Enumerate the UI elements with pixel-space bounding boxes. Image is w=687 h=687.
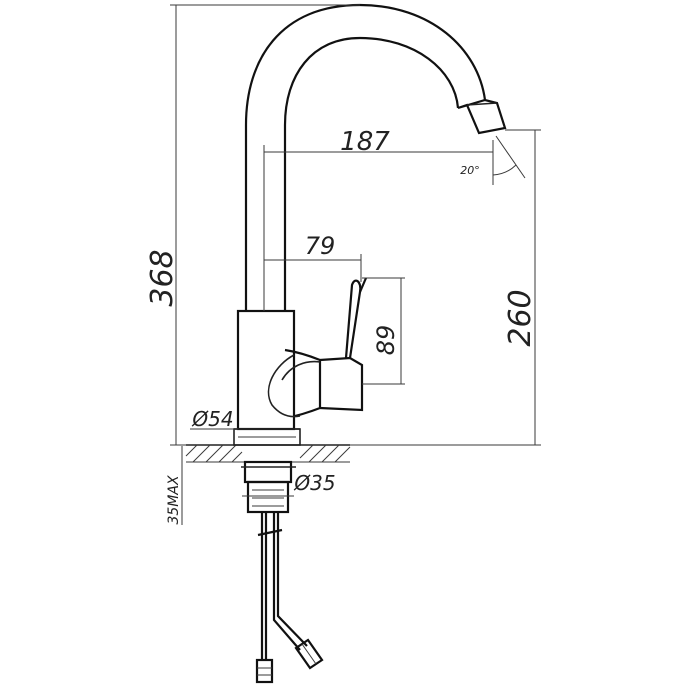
dim-max-thickness: 35MAX (166, 475, 182, 524)
supply-hoses (255, 512, 324, 684)
dim-spout-angle: 20° (460, 164, 480, 177)
countertop (185, 444, 351, 463)
mixer-handle (267, 277, 368, 418)
dim-base-diameter: Ø54 (191, 407, 233, 431)
dim-spout-height: 260 (503, 289, 538, 346)
countertop-hatch (185, 444, 351, 463)
dim-handle-height: 89 (372, 325, 400, 356)
dim-spout-reach: 187 (340, 127, 390, 157)
mounting-assembly (241, 460, 296, 514)
dim-total-height: 368 (145, 249, 180, 306)
faucet-body (233, 309, 301, 446)
dim-mount-diameter: Ø35 (293, 471, 335, 495)
dimension-lines (170, 4, 541, 525)
dim-handle-offset: 79 (305, 232, 336, 260)
spout (244, 3, 507, 311)
